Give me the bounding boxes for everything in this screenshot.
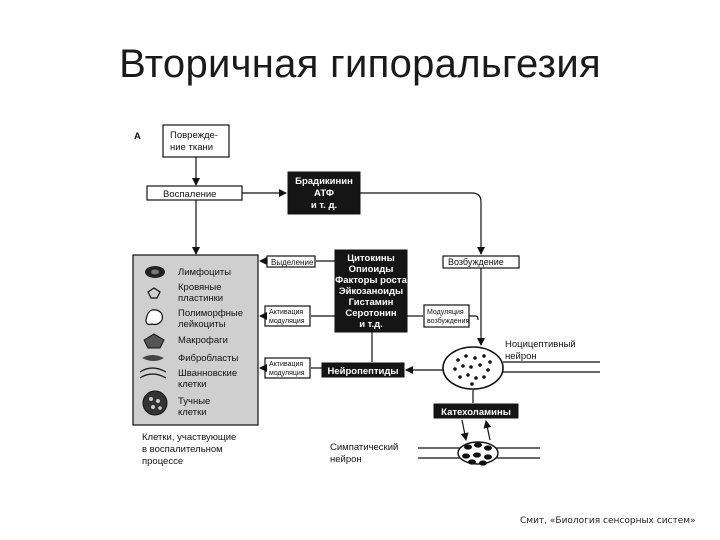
bradykinin-box: Брадикинин АТФ и т. д.	[287, 171, 361, 215]
svg-text:Поврежде-: Поврежде-	[170, 130, 218, 141]
fibroblast-icon	[142, 355, 164, 361]
sympathetic-neuron	[418, 441, 540, 466]
svg-text:в воспалительном: в воспалительном	[142, 444, 223, 455]
catecholamines-box: Катехоламины	[433, 403, 519, 419]
sympathetic-neuron-label: Симпатический	[330, 442, 398, 453]
svg-text:возбуждения: возбуждения	[427, 317, 469, 325]
svg-text:Цитокины: Цитокины	[347, 253, 395, 264]
svg-text:Серотонин: Серотонин	[345, 308, 396, 319]
tissue-damage-box: Поврежде- ние ткани	[162, 124, 230, 158]
page-title: Вторичная гипоральгезия	[119, 42, 601, 86]
schwann-cell-icon	[139, 367, 167, 379]
svg-text:Кровяные: Кровяные	[178, 282, 222, 293]
neuropeptides-box: Нейропептиды	[321, 362, 405, 378]
svg-text:клетки: клетки	[178, 379, 207, 390]
cells-caption: Клетки, участвующие в воспалительном про…	[142, 432, 236, 467]
svg-text:Шванновские: Шванновские	[178, 368, 237, 379]
svg-text:ние ткани: ние ткани	[170, 142, 213, 153]
panel-letter: А	[134, 131, 141, 142]
connectors	[192, 157, 492, 441]
release-box: Выделение	[266, 255, 316, 268]
svg-text:Возбуждение: Возбуждение	[448, 257, 504, 267]
svg-text:Нейропептиды: Нейропептиды	[328, 366, 399, 377]
svg-text:Клетки, участвующие: Клетки, участвующие	[142, 432, 236, 443]
svg-text:Активация: Активация	[269, 309, 303, 316]
svg-text:и т. д.: и т. д.	[311, 200, 337, 211]
svg-text:и т.д.: и т.д.	[359, 319, 383, 330]
svg-text:нейрон: нейрон	[505, 351, 537, 362]
svg-text:нейрон: нейрон	[330, 454, 362, 465]
credit-text: Смит, «Биология сенсорных систем»	[520, 516, 696, 526]
leukocyte-icon	[145, 309, 163, 326]
svg-text:Выделение: Выделение	[271, 258, 314, 267]
svg-text:Катехоламины: Катехоламины	[441, 407, 511, 418]
svg-text:Макрофаги: Макрофаги	[178, 335, 228, 346]
platelet-icon	[147, 287, 161, 299]
svg-text:Опиоиды: Опиоиды	[349, 264, 394, 275]
svg-text:Активация: Активация	[269, 361, 303, 368]
svg-text:Тучные: Тучные	[178, 396, 210, 407]
svg-text:Факторы роста: Факторы роста	[335, 275, 407, 286]
macrophage-icon	[143, 333, 165, 349]
svg-text:процессе: процессе	[142, 456, 183, 467]
mediators-box: Цитокины Опиоиды Факторы роста Эйкозанои…	[334, 249, 408, 333]
modulation-excitation-box: Модуляция возбуждения	[423, 304, 470, 328]
svg-text:Воспаление: Воспаление	[163, 189, 216, 200]
activation-modulation-box-1: Активация модуляция	[264, 305, 311, 327]
svg-text:АТФ: АТФ	[314, 188, 334, 199]
inflammation-box: Воспаление	[146, 185, 243, 201]
svg-text:модуляция: модуляция	[269, 318, 305, 325]
svg-text:пластинки: пластинки	[178, 293, 223, 304]
svg-text:Фибробласты: Фибробласты	[178, 353, 238, 364]
svg-text:Гистамин: Гистамин	[349, 297, 394, 308]
svg-text:модуляция: модуляция	[269, 370, 305, 377]
activation-modulation-box-2: Активация модуляция	[264, 357, 311, 379]
svg-text:Эйкозаноиды: Эйкозаноиды	[339, 286, 403, 297]
svg-text:Лимфоциты: Лимфоциты	[178, 267, 231, 278]
svg-text:лейкоциты: лейкоциты	[178, 319, 226, 330]
mast-cell-icon	[142, 390, 168, 416]
nociceptive-neuron-label: Ноцицептивный	[505, 339, 576, 350]
svg-text:Модуляция: Модуляция	[427, 309, 464, 316]
svg-text:Полиморфные: Полиморфные	[178, 308, 243, 319]
svg-text:клетки: клетки	[178, 407, 207, 418]
excitation-box: Возбуждение	[442, 255, 520, 269]
svg-text:Брадикинин: Брадикинин	[295, 176, 353, 187]
cells-panel: Лимфоциты Кровяные пластинки Полиморфные…	[132, 254, 259, 426]
nociceptive-neuron	[442, 346, 600, 390]
